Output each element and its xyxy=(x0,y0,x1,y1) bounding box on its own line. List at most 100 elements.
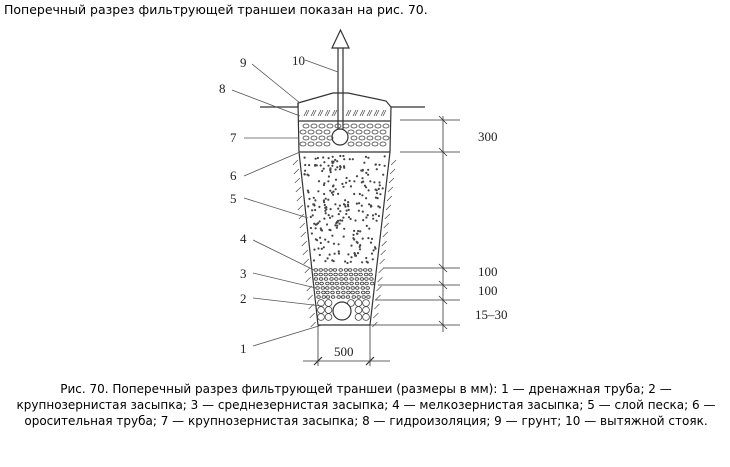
gravel-grain xyxy=(338,272,343,277)
gravel-grain xyxy=(360,286,365,290)
sand-grain xyxy=(316,156,319,160)
sand-grain xyxy=(369,180,372,183)
coarse-fill-grain xyxy=(323,129,331,135)
sand-grain xyxy=(318,205,321,208)
sand-grain xyxy=(373,181,376,184)
sand-grain xyxy=(358,192,361,196)
sand-grain xyxy=(323,161,326,164)
sand-grain xyxy=(346,261,349,265)
callout-leader-line xyxy=(231,89,301,117)
gravel-grain xyxy=(361,290,366,295)
sand-grain xyxy=(345,176,348,180)
callout-10: 10 xyxy=(292,53,305,68)
sand-grain xyxy=(326,257,329,260)
drain-pipe xyxy=(332,301,352,321)
sand-grain xyxy=(319,241,322,245)
sand-grain xyxy=(331,164,334,167)
sand-grain xyxy=(332,242,336,245)
sand-grain xyxy=(378,206,381,209)
soil-hatch xyxy=(345,109,352,117)
sand-grain xyxy=(337,252,341,255)
coarse-fill-grain xyxy=(315,129,323,135)
wall-hatch-left xyxy=(309,312,315,319)
callout-leader-line xyxy=(243,151,301,177)
sand-grain xyxy=(356,252,360,255)
gravel-grain xyxy=(325,290,330,295)
gravel-grain xyxy=(316,295,321,299)
sand-grain xyxy=(323,201,326,204)
gravel-grain xyxy=(325,286,330,290)
wall-hatch-left xyxy=(299,222,306,229)
sand-grain xyxy=(306,173,309,176)
sand-grain xyxy=(342,203,346,206)
sand-grain xyxy=(361,177,364,180)
coarse-stone xyxy=(317,306,325,314)
sand-grain xyxy=(370,237,374,240)
wall-hatch-left xyxy=(307,294,313,301)
gravel-grain xyxy=(354,277,359,281)
sand-grain xyxy=(347,253,350,256)
sand-grain xyxy=(377,205,380,208)
gravel-grain xyxy=(314,281,320,286)
coarse-fill-grain xyxy=(326,135,334,141)
gravel-grain xyxy=(350,290,355,295)
coarse-fill-grain xyxy=(374,123,382,129)
sand-grain xyxy=(354,254,358,257)
sand-grain xyxy=(309,215,312,219)
wall-hatch-right xyxy=(372,321,378,328)
gravel-grain xyxy=(318,272,323,277)
sand-grain xyxy=(347,201,350,204)
callout-leader-line xyxy=(304,59,339,73)
gravel-grain xyxy=(343,268,349,272)
sand-grain xyxy=(331,259,334,262)
coarse-fill-grain xyxy=(363,129,371,135)
wall-hatch-left xyxy=(302,249,308,256)
sand-grain xyxy=(338,168,341,171)
sand-grain xyxy=(338,204,341,207)
gravel-grain xyxy=(366,295,371,299)
soil-mound xyxy=(297,92,392,108)
sand-grain xyxy=(339,154,342,158)
gravel-grain xyxy=(313,277,319,281)
wall-hatch-left xyxy=(298,213,305,220)
wall-hatch-right xyxy=(382,231,388,238)
irrigation-pipe xyxy=(331,128,349,146)
sand-grain xyxy=(325,208,328,211)
gravel-grain xyxy=(340,295,346,299)
coarse-fill-grain xyxy=(318,135,326,141)
coarse-stone xyxy=(362,299,370,307)
sand-grain xyxy=(375,219,378,222)
callout-1: 1 xyxy=(240,341,247,356)
sand-grain xyxy=(367,168,370,171)
sand-grain xyxy=(323,182,326,185)
gravel-grain xyxy=(348,272,354,277)
gravel-grain xyxy=(318,277,324,281)
sand-grain xyxy=(369,241,373,244)
callout-leader-line xyxy=(252,324,323,347)
sand-grain xyxy=(350,244,353,247)
coarse-fill-grain xyxy=(355,141,363,147)
wall-hatch-left xyxy=(297,204,304,211)
sand-grain xyxy=(375,192,379,195)
sand-grain xyxy=(327,240,330,243)
gravel-grain xyxy=(368,272,373,277)
gravel-grain xyxy=(332,268,338,272)
coarse-fill-grain xyxy=(302,123,310,129)
sand-grain xyxy=(344,260,347,263)
wall-hatch-right xyxy=(387,186,394,193)
sand-grain xyxy=(376,197,379,200)
coarse-fill-grain xyxy=(326,123,334,129)
wall-hatch-right xyxy=(375,294,381,301)
sand-grain xyxy=(337,207,340,210)
sand-grain xyxy=(314,163,317,167)
gravel-grain xyxy=(341,290,346,295)
sand-grain xyxy=(328,253,331,256)
sand-grain xyxy=(319,236,322,239)
sand-grain xyxy=(331,185,335,188)
sand-grain xyxy=(363,184,367,187)
gravel-grain xyxy=(323,272,328,277)
soil-hatch xyxy=(373,109,380,117)
sand-grain xyxy=(342,154,345,158)
gravel-grain xyxy=(320,286,325,290)
gravel-grain xyxy=(328,272,333,277)
